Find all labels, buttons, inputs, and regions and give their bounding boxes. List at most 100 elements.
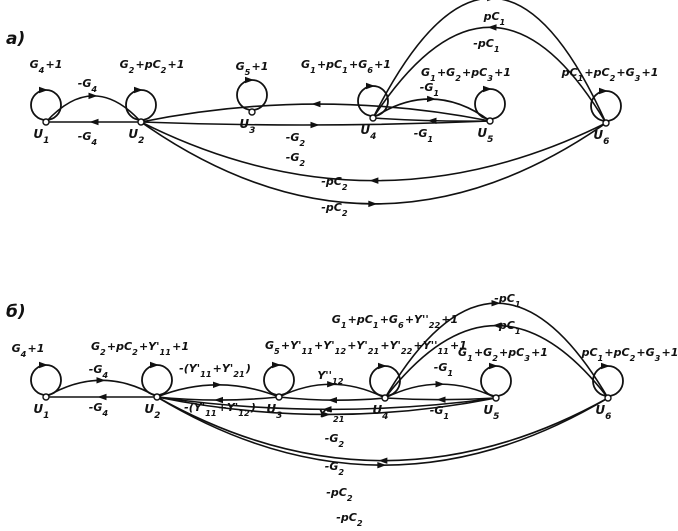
node-label: U5 xyxy=(477,126,494,145)
node-U4 xyxy=(369,114,377,122)
node-label: U5 xyxy=(483,403,500,422)
edge-U1-U2 xyxy=(45,379,158,398)
edge-arrow xyxy=(368,200,378,208)
edge-arrow xyxy=(378,457,388,464)
edge-label: -pC2 xyxy=(326,486,353,503)
node-U6 xyxy=(604,394,612,402)
edge-arrow xyxy=(487,0,491,2)
self-loop-label: G2 +pC2 +Y'11 +1 xyxy=(91,340,189,357)
edge-label: -pC2 xyxy=(336,511,363,528)
edge-arrow xyxy=(327,396,338,404)
self-loop-label: G4 +1 xyxy=(12,342,45,359)
edge-arrow xyxy=(435,380,445,388)
self-loop-arrow xyxy=(483,85,492,93)
edge-label: -G2 xyxy=(325,460,345,477)
edge-arrow xyxy=(97,393,107,401)
node-U5 xyxy=(492,394,500,402)
node-label: U4 xyxy=(360,123,377,142)
edge-label: -G1 xyxy=(430,404,450,421)
node-label: U2 xyxy=(128,127,145,146)
self-loop-U1 xyxy=(30,364,62,396)
edge-arrow xyxy=(369,177,379,184)
edge-arrow xyxy=(327,381,337,388)
node-U4 xyxy=(381,394,389,402)
self-loop-arrow xyxy=(378,362,387,370)
edge-label: -G4 xyxy=(89,363,109,380)
self-loop-label: G1 +pC1 +G6 +1 xyxy=(301,58,391,75)
edge-label: -G2 xyxy=(286,151,306,168)
edge-label: pC1 xyxy=(483,10,507,27)
node-U1 xyxy=(42,393,50,401)
node-label: U1 xyxy=(33,402,50,421)
edge-arrow xyxy=(310,121,320,129)
edge-arrow xyxy=(492,322,502,329)
node-label: U6 xyxy=(595,403,612,422)
node-U3 xyxy=(248,108,256,116)
self-loop-arrow xyxy=(150,361,159,369)
edge-label: -pC1 xyxy=(494,292,521,309)
edge-U4-U6 xyxy=(372,0,607,124)
self-loop-U2 xyxy=(125,89,157,121)
edge-arrow xyxy=(322,406,332,413)
self-loop-label: G1 +G2 +pC3 +1 xyxy=(421,66,511,83)
edge-label: Y''12 xyxy=(317,369,344,386)
node-label: U3 xyxy=(239,117,256,136)
panel-label: a) xyxy=(6,29,25,49)
edge-label: -G1 xyxy=(420,81,440,98)
self-loop-U1 xyxy=(30,89,62,121)
self-loop-arrow xyxy=(366,82,375,90)
edge-label: -G1 xyxy=(414,127,434,144)
edge-label: -pC2 xyxy=(321,175,348,192)
edge-label: -G4 xyxy=(78,77,98,94)
edge-label: -G1 xyxy=(434,361,454,378)
edge-label: -G4 xyxy=(89,401,109,418)
self-loop-label: G4 +1 xyxy=(30,58,63,75)
node-U2 xyxy=(137,118,145,126)
self-loop-arrow xyxy=(601,362,610,370)
self-loop-label: pC1 +pC2 +G3 +1 xyxy=(561,66,659,83)
self-loop-U3 xyxy=(236,79,268,111)
edge-arrow xyxy=(88,92,98,100)
self-loop-U2 xyxy=(141,364,173,396)
edge-arrow xyxy=(213,381,222,388)
self-loop-U3 xyxy=(263,364,295,396)
edge-label: -G2 xyxy=(286,131,306,148)
edge-arrow xyxy=(311,100,321,108)
edge-U5-U2 xyxy=(140,103,491,123)
self-loop-arrow xyxy=(245,76,254,84)
node-U1 xyxy=(42,118,50,126)
graph-a: a)-G4 -G4 -G1 -G1 pC1 -pC1 -G2 -G2 -pC2 … xyxy=(6,0,658,218)
node-label: U3 xyxy=(266,402,283,421)
node-U2 xyxy=(153,393,161,401)
self-loop-arrow xyxy=(272,361,281,369)
self-loop-arrow xyxy=(39,86,48,94)
edge-label: -(Y'11 +Y'21 ) xyxy=(179,362,251,379)
edge-arrow xyxy=(89,118,99,126)
self-loop-label: G1 +G2 +pC3 +1 xyxy=(458,346,548,363)
node-label: U4 xyxy=(372,403,389,422)
self-loop-U4 xyxy=(357,85,389,117)
node-U3 xyxy=(275,393,283,401)
node-label: U1 xyxy=(33,127,50,146)
self-loop-label: G5 +Y'11 +Y'12 +Y'21 +Y'22 +Y''11 +1 xyxy=(265,339,467,356)
self-loop-label: G1 +pC1 +G6 +Y''22 +1 xyxy=(332,313,458,330)
self-loop-U5 xyxy=(480,365,512,397)
edge-U4-U5 xyxy=(384,383,497,399)
edge-label: -pC2 xyxy=(321,201,348,218)
edge-label: -G4 xyxy=(78,130,98,147)
edge-arrow xyxy=(436,396,446,403)
edge-label: -G2 xyxy=(325,432,345,449)
self-loop-label: pC1 +pC2 +G3 +1 xyxy=(581,346,678,363)
edge-label: -pC1 xyxy=(473,37,500,54)
node-U6 xyxy=(602,119,610,127)
graph-b: б)-G4 -G4 -(Y'11 +Y'21 )-(Y'11 +Y'12 )Y'… xyxy=(6,292,678,528)
edge-arrow xyxy=(491,300,501,307)
edge-arrow xyxy=(377,461,387,469)
edge-U2-U3 xyxy=(156,384,280,398)
node-label: U6 xyxy=(593,128,610,147)
edge-arrow xyxy=(426,95,437,103)
self-loop-label: G5 +1 xyxy=(236,60,269,77)
self-loop-U5 xyxy=(474,88,506,120)
edge-arrow xyxy=(487,24,497,31)
